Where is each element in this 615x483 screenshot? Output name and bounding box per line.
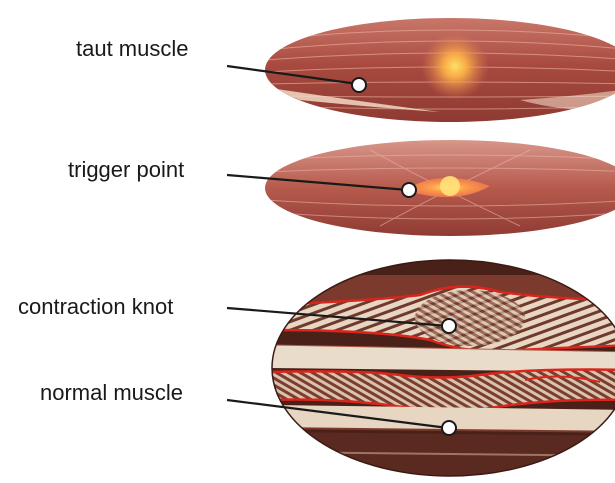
marker-contraction-knot [442, 319, 456, 333]
label-contraction-knot: contraction knot [18, 296, 173, 318]
taut-muscle-illustration [265, 18, 615, 122]
muscle-fiber-magnified-illustration [270, 260, 615, 478]
label-taut-muscle: taut muscle [76, 38, 189, 60]
label-trigger-point: trigger point [68, 159, 184, 181]
trigger-point-illustration [265, 140, 615, 236]
marker-normal-muscle [442, 421, 456, 435]
marker-taut-muscle [352, 78, 366, 92]
label-normal-muscle: normal muscle [40, 382, 183, 404]
marker-trigger-point [402, 183, 416, 197]
